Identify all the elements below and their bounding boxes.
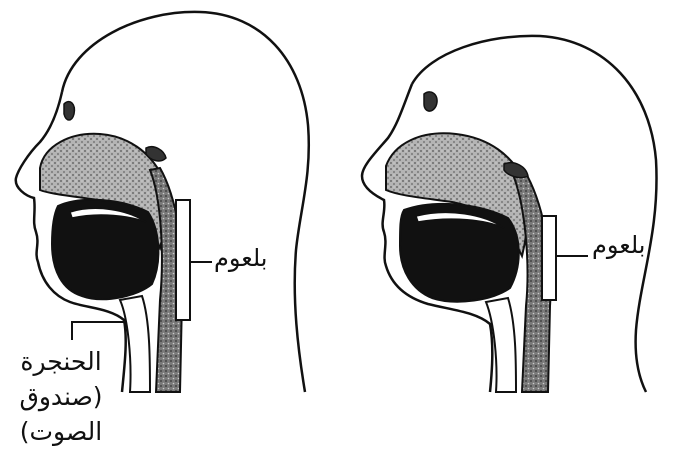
larynx-label: الحنجرة (صندوق الصوت) xyxy=(2,344,120,449)
larynx-label-line-1: الحنجرة xyxy=(2,344,120,379)
larynx-label-line-2: (صندوق xyxy=(2,379,120,414)
left-head-diagram xyxy=(16,12,309,392)
left-pharynx-bracket xyxy=(176,200,190,320)
left-sinus-mark xyxy=(64,102,74,120)
right-pharynx-bracket xyxy=(542,216,556,300)
left-pharynx-label: بلعوم xyxy=(214,244,267,272)
larynx-label-line-3: الصوت) xyxy=(2,414,120,449)
left-larynx-leader xyxy=(72,322,124,340)
right-head-diagram xyxy=(362,36,657,392)
right-pharynx-label: بلعوم xyxy=(592,231,645,259)
right-sinus-mark xyxy=(424,92,437,111)
